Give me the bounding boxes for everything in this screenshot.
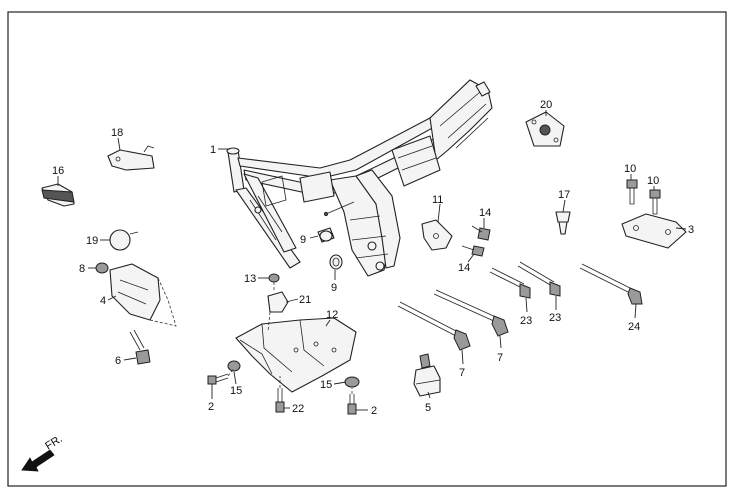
assembly-lines-lower [227,367,353,394]
leader-lines [57,110,687,411]
callout-23: 23 [549,312,561,324]
callout-10: 10 [624,163,636,175]
part-2-bolts [207,373,357,415]
callout-9: 9 [300,234,306,246]
callout-5: 5 [425,402,431,414]
callout-2: 2 [208,401,214,413]
part-9-bushings [317,227,343,270]
callout-18: 18 [111,127,123,139]
callout-1: 1 [210,144,216,156]
callout-6: 6 [115,355,121,367]
callout-13: 13 [244,273,256,285]
callout-2: 2 [371,405,377,417]
assembly-line-21 [267,282,275,333]
part-11-plate [421,219,453,251]
callout-11: 11 [432,194,443,206]
part-18-bracket [107,145,155,171]
callout-7: 7 [497,352,503,364]
callout-23: 23 [520,315,532,327]
callout-8: 8 [79,263,85,275]
front-direction-indicator: FR. [21,433,65,472]
callout-17: 17 [558,189,570,201]
callout-labels: 1 9 9 11 14 14 20 17 10 10 3 16 18 19 8 … [52,99,694,417]
callout-7: 7 [459,367,465,379]
callout-19: 19 [86,235,98,247]
diagram-border [7,11,727,487]
part-17-rubber-mount [555,211,571,235]
part-19-reflector [109,229,139,251]
callout-20: 20 [540,99,552,111]
part-20-plate [525,111,565,147]
callout-12: 12 [326,309,338,321]
long-bolts [397,261,643,351]
callout-22: 22 [292,403,304,415]
callout-9: 9 [331,282,337,294]
callout-4: 4 [100,295,106,307]
part-14-bolts [461,225,491,257]
part-13-nut [268,273,280,283]
part-16-guard [41,183,75,207]
callout-15: 15 [320,379,332,391]
callout-14: 14 [479,207,491,219]
arrow-icon [21,449,55,472]
callout-14: 14 [458,262,470,274]
part-4-guide [109,263,177,327]
part-8-nut [95,262,109,274]
callout-24: 24 [628,321,640,333]
part-22-bolt [275,388,285,413]
main-frame [226,79,493,277]
part-21-clamp [267,291,289,313]
part-5-rubber-block [413,353,441,397]
callout-10: 10 [647,175,659,187]
callout-21: 21 [299,294,311,306]
part-3-bracket [621,213,687,249]
part-6-bolt [129,329,151,365]
callout-15: 15 [230,385,242,397]
front-label: FR. [43,433,64,453]
part-12-skid-plate [235,317,357,393]
callout-3: 3 [688,224,694,236]
part-10-bolts [626,179,661,215]
part-15-nuts [227,360,360,388]
callout-16: 16 [52,165,64,177]
